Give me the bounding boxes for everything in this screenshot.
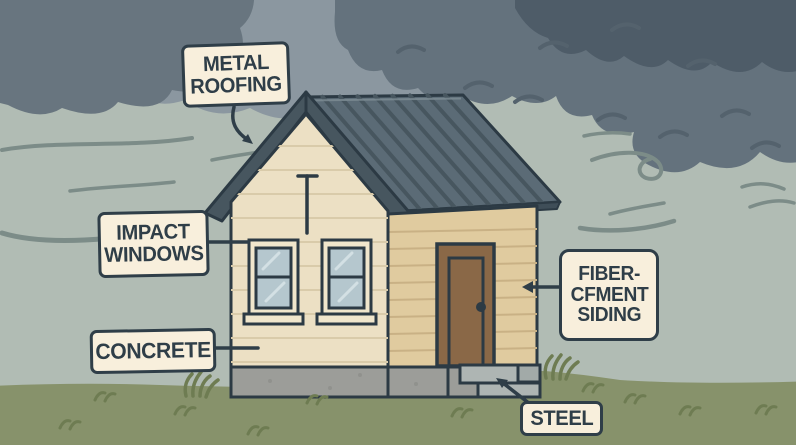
front-door <box>435 242 496 368</box>
window-left <box>242 238 305 326</box>
label-steel: STEEL <box>520 401 603 436</box>
foundation <box>229 363 542 399</box>
label-impact-windows-line1: IMPACT <box>116 220 191 245</box>
label-fiber-cement-line3: SIDING <box>577 304 641 327</box>
grass-tuft-large-left <box>183 370 220 399</box>
cloud-scallop-marks <box>396 22 781 150</box>
grass-tufts <box>58 353 778 437</box>
label-metal-roofing: METAL ROOFING <box>180 41 292 108</box>
gable-vent-mark <box>296 174 319 235</box>
steel-steps <box>458 363 542 399</box>
grass-marks <box>58 382 778 437</box>
fiber-cement-arrow <box>522 281 562 293</box>
label-steel-line1: STEEL <box>529 406 594 430</box>
cloud-darkest-top-right <box>515 0 796 72</box>
window-left-sill <box>242 312 305 326</box>
house <box>203 90 562 399</box>
roof-seams <box>320 93 545 212</box>
label-impact-windows: IMPACT WINDOWS <box>97 209 210 279</box>
label-fiber-cement-siding: FIBER- CFMENT SIDING <box>559 249 659 341</box>
window-left-streaks <box>261 251 286 303</box>
grass-tuft-large-right <box>543 353 580 381</box>
door-knob <box>476 302 486 312</box>
label-impact-windows-line2: WINDOWS <box>103 241 204 268</box>
window-right <box>315 238 378 326</box>
window-right-sill <box>315 312 378 326</box>
window-right-streaks <box>334 251 359 303</box>
roof-ridge-highlight <box>306 97 462 102</box>
foundation-speckles <box>268 373 418 390</box>
label-fiber-cement-line1: FIBER- <box>578 262 640 285</box>
label-fiber-cement-line2: CFMENT <box>570 283 648 306</box>
label-connectors <box>206 105 562 406</box>
steel-arrow <box>496 378 532 406</box>
label-concrete: CONCRETE <box>89 327 217 375</box>
label-concrete-line1: CONCRETE <box>95 336 211 364</box>
metal-roofing-arrow <box>231 105 253 144</box>
label-metal-roofing-line2: ROOFING <box>190 71 283 99</box>
